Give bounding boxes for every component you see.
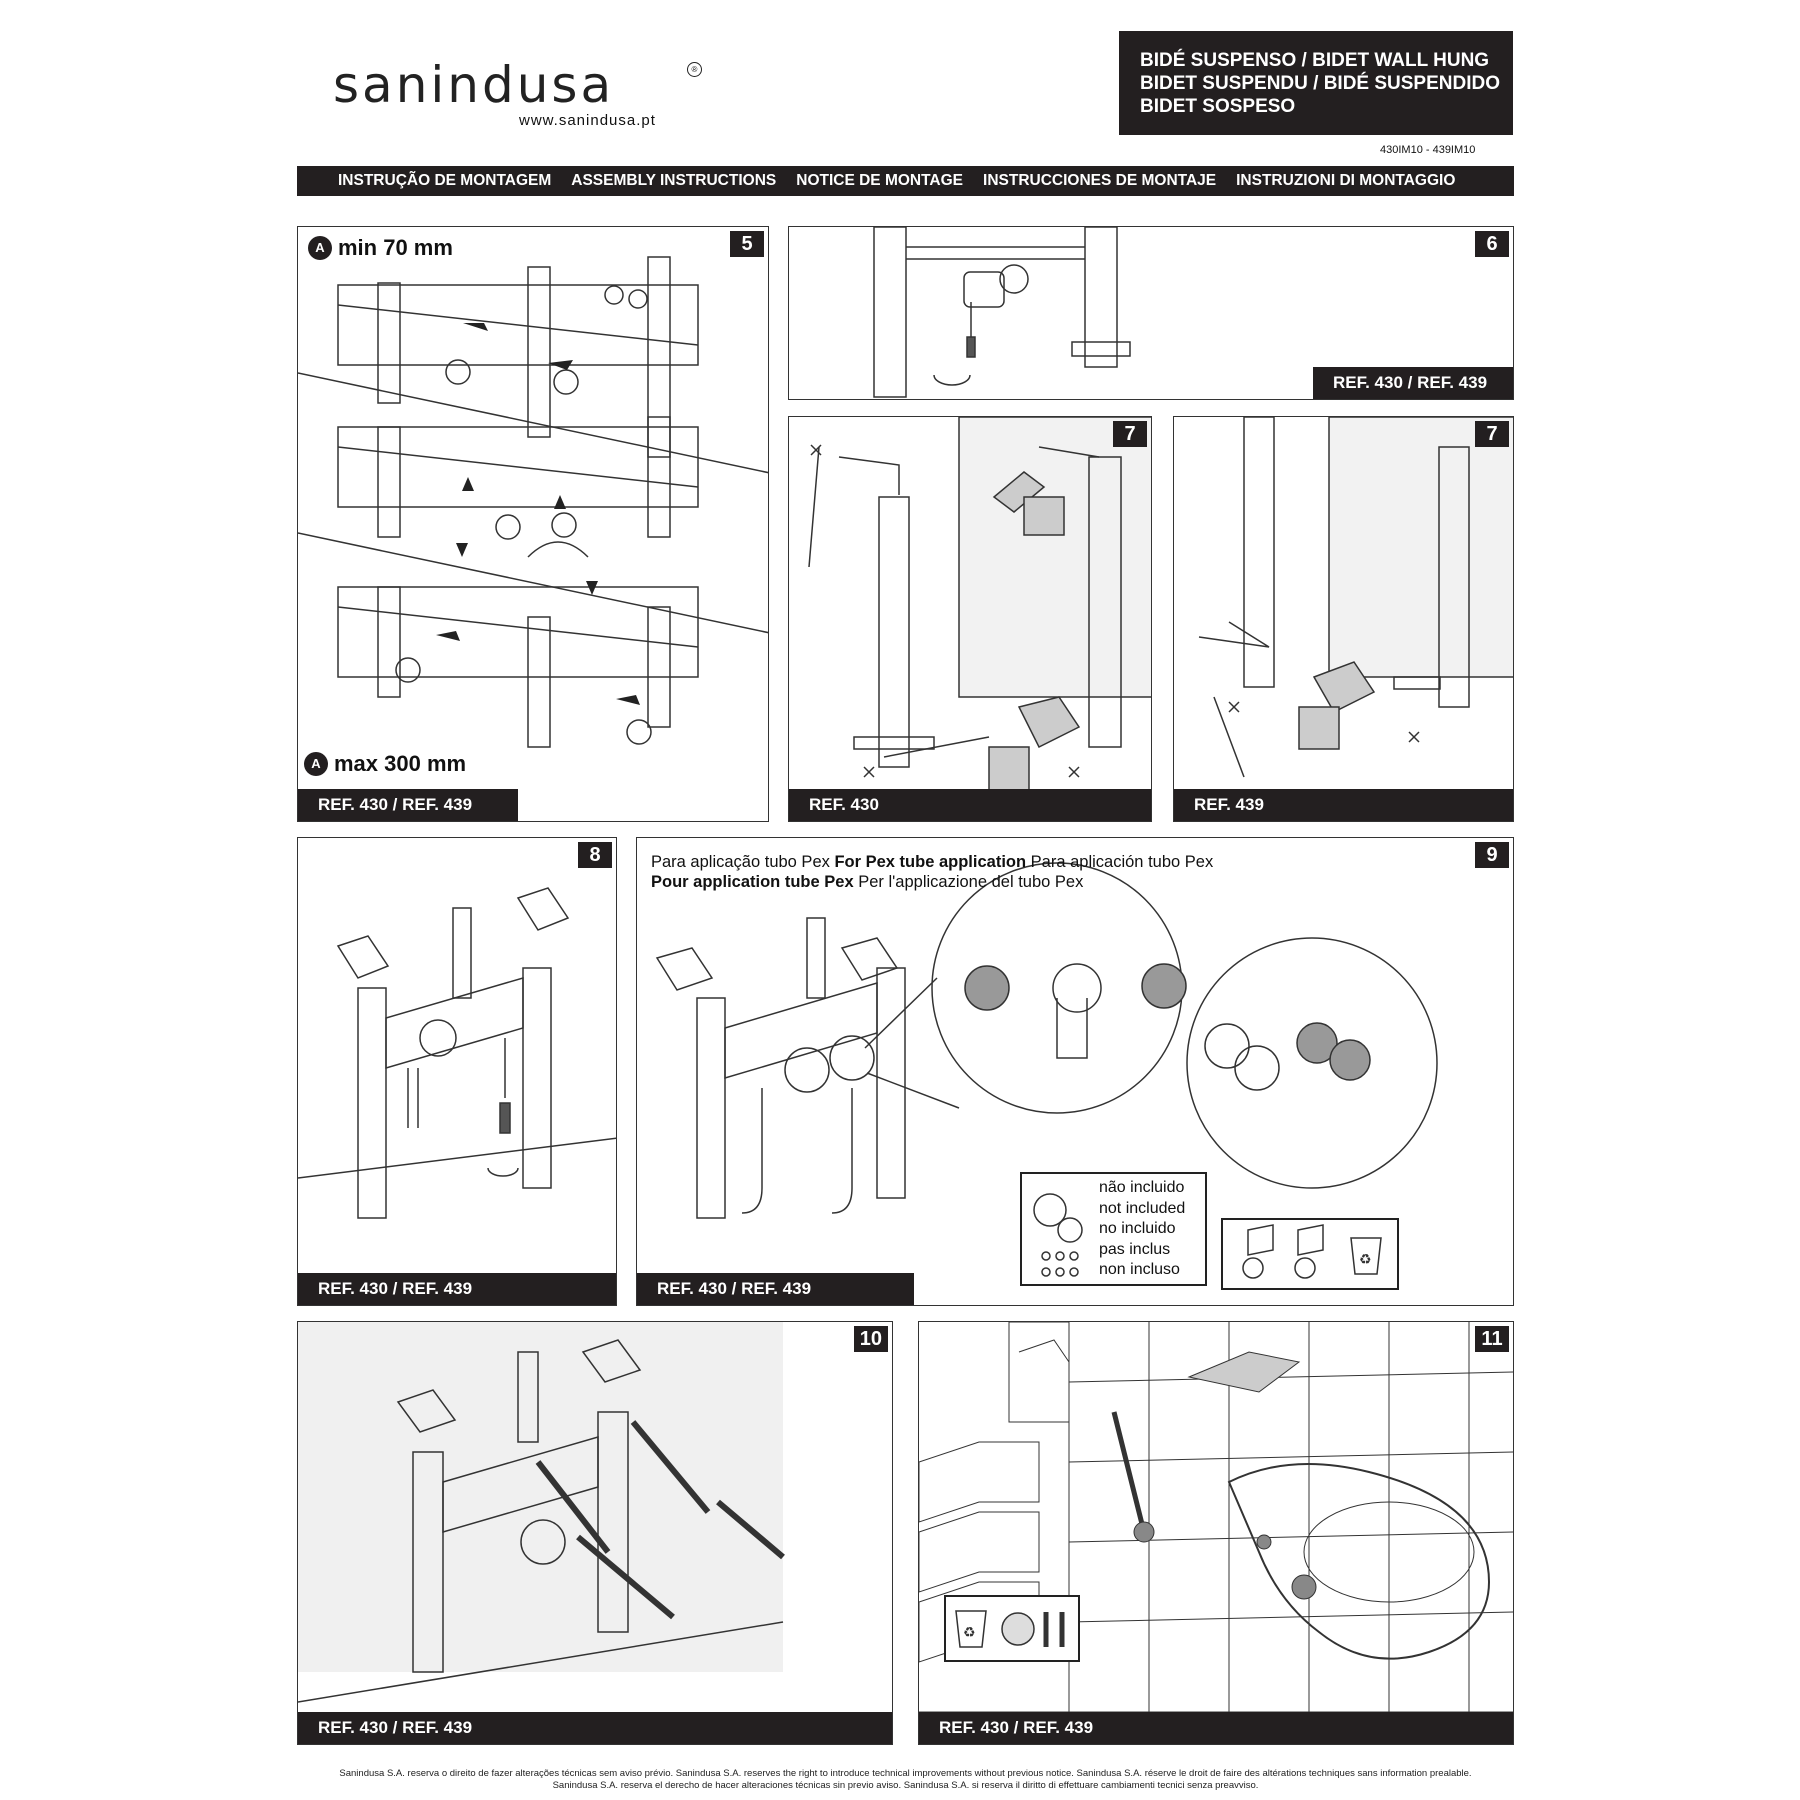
not-included-box: não incluido not included no incluido pa… — [1020, 1172, 1207, 1286]
not-included-pt: não incluido — [1099, 1179, 1185, 1196]
step-number: 6 — [1475, 231, 1509, 257]
reference-label: REF. 430 / REF. 439 — [1313, 367, 1513, 399]
product-title: BIDÉ SUSPENSO / BIDET WALL HUNG BIDET SU… — [1119, 31, 1513, 135]
not-included-es: no incluido — [1099, 1220, 1176, 1237]
pex-instructions: Para aplicação tubo Pex For Pex tube app… — [651, 852, 1213, 892]
product-title-line: BIDET SUSPENDU / BIDÉ SUSPENDIDO — [1140, 73, 1500, 94]
step-10-illustration — [298, 1322, 785, 1703]
reference-label: REF. 430 / REF. 439 — [298, 1712, 892, 1744]
pex-line-2: Pour application tube Pex Per l'applicaz… — [651, 872, 1213, 892]
brand-logo: sanindusa — [333, 56, 615, 114]
max-distance-text: max 300 mm — [334, 751, 467, 776]
not-included-it: non incluso — [1099, 1261, 1180, 1278]
svg-text:♻: ♻ — [963, 1624, 976, 1640]
svg-text:♻: ♻ — [1359, 1251, 1372, 1267]
parts-box: ♻ — [1221, 1218, 1399, 1290]
not-included-list: não incluido not included no incluido pa… — [1099, 1178, 1185, 1281]
step-number: 9 — [1475, 842, 1509, 868]
pex-text-it: Per l'applicazione del tubo Pex — [853, 873, 1084, 891]
step-11-illustration — [919, 1322, 1513, 1713]
hardware-parts-illustration: ♻ — [955, 1610, 1065, 1648]
not-included-fr: pas inclus — [1099, 1240, 1171, 1258]
registered-mark: ® — [687, 62, 702, 77]
band-label-fr: NOTICE DE MONTAGE — [796, 172, 964, 189]
pex-text-es: Para aplicación tubo Pex — [1026, 853, 1214, 871]
footer-line-1: Sanindusa S.A. reserva o direito de faze… — [339, 1768, 1472, 1779]
reference-label: REF. 430 / REF. 439 — [919, 1712, 1513, 1744]
product-title-line: BIDÉ SUSPENSO / BIDET WALL HUNG — [1140, 50, 1490, 71]
step-number: 8 — [578, 842, 612, 868]
recycle-bag-icon — [1350, 1237, 1382, 1275]
reference-label: REF. 430 / REF. 439 — [298, 789, 518, 821]
reference-label: REF. 430 / REF. 439 — [637, 1273, 914, 1305]
max-distance-label: A max 300 mm — [304, 751, 466, 777]
step-6-illustration — [873, 227, 1131, 398]
reference-label: REF. 439 — [1174, 789, 1513, 821]
step-7-ref-439-illustration — [1198, 417, 1513, 778]
footer-disclaimer: Sanindusa S.A. reserva o direito de faze… — [297, 1768, 1514, 1792]
not-included-en: not included — [1099, 1199, 1186, 1217]
step-9-illustration — [655, 862, 1438, 1219]
step-number: 10 — [853, 1326, 888, 1352]
hardware-parts-box: ♻ — [944, 1595, 1080, 1662]
step-5-illustration — [298, 256, 768, 748]
pex-text-pt: Para aplicação tubo Pex — [651, 853, 835, 871]
min-distance-label: A min 70 mm — [308, 235, 453, 261]
product-title-line: BIDET SOSPESO — [1140, 96, 1296, 117]
step-6-panel: 6 REF. 430 / REF. 439 — [788, 226, 1514, 400]
dimension-marker-a: A — [304, 752, 328, 776]
recycle-bag-icon — [955, 1610, 987, 1648]
website-url[interactable]: www.sanindusa.pt — [519, 112, 656, 129]
band-label-es: INSTRUCCIONES DE MONTAJE — [983, 172, 1217, 189]
step-11-panel: ♻ 11 REF. 430 / REF. 439 — [918, 1321, 1514, 1745]
step-7-ref-430-panel: 7 REF. 430 — [788, 416, 1152, 822]
document-code: 430IM10 - 439IM10 — [1380, 144, 1476, 156]
pex-text-fr: Pour application tube Pex — [651, 873, 854, 891]
pex-text-en: For Pex tube application — [834, 853, 1027, 871]
step-8-panel: 8 REF. 430 / REF. 439 — [297, 837, 617, 1306]
step-7-ref-439-panel: 7 REF. 439 — [1173, 416, 1514, 822]
instruction-band: INSTRUÇÃO DE MONTAGEM ASSEMBLY INSTRUCTI… — [297, 166, 1514, 196]
step-number: 11 — [1475, 1326, 1509, 1352]
step-number: 7 — [1475, 421, 1509, 447]
step-10-panel: 10 REF. 430 / REF. 439 — [297, 1321, 893, 1745]
pex-line-1: Para aplicação tubo Pex For Pex tube app… — [651, 852, 1213, 872]
step-7-ref-430-illustration — [808, 417, 1151, 793]
band-label-pt: INSTRUÇÃO DE MONTAGEM — [338, 172, 552, 189]
step-8-illustration — [298, 887, 616, 1219]
footer-line-2: Sanindusa S.A. reserva el derecho de hac… — [552, 1780, 1259, 1791]
dimension-marker-a: A — [308, 236, 332, 260]
step-9-panel: Para aplicação tubo Pex For Pex tube app… — [636, 837, 1514, 1306]
step-number: 7 — [1113, 421, 1147, 447]
reference-label: REF. 430 — [789, 789, 1151, 821]
step-5-panel: A min 70 mm A max 300 mm 5 REF. 430 / RE… — [297, 226, 769, 822]
step-number: 5 — [730, 231, 764, 257]
parts-illustration: ♻ — [1242, 1224, 1382, 1279]
elbow-fitting-icon — [1033, 1193, 1083, 1277]
band-label-it: INSTRUZIONI DI MONTAGGIO — [1236, 172, 1456, 189]
band-label-en: ASSEMBLY INSTRUCTIONS — [571, 172, 777, 189]
min-distance-text: min 70 mm — [338, 235, 453, 260]
reference-label: REF. 430 / REF. 439 — [298, 1273, 616, 1305]
